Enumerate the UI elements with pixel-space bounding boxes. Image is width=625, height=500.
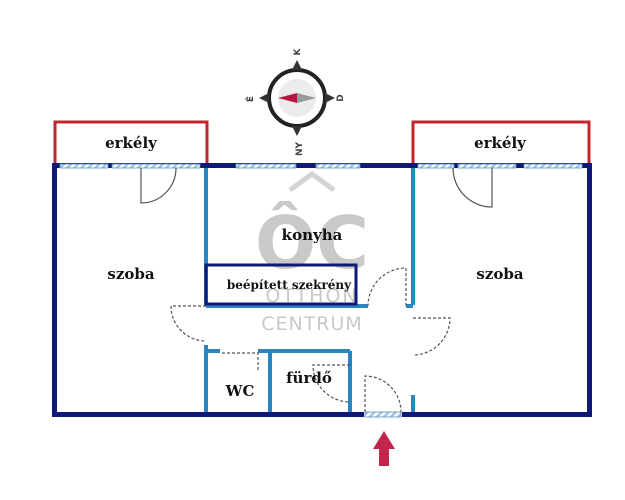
doors (140, 167, 493, 413)
compass-label-k: K (293, 47, 303, 55)
balcony-right-label: erkély (474, 134, 527, 152)
compass-needle-north (278, 93, 297, 103)
door-left-balcony (140, 167, 177, 204)
room-left-label: szoba (107, 265, 154, 283)
door-wc (222, 352, 259, 372)
kitchen-label: konyha (282, 226, 343, 244)
watermark-logo: ÔC (255, 201, 369, 285)
compass-tick-up (292, 60, 302, 70)
entrance-arrow-icon (373, 431, 395, 466)
balcony-left-label: erkély (105, 134, 158, 152)
wardrobe-outline (204, 263, 358, 306)
balcony-left (53, 120, 209, 165)
door-entrance (364, 375, 402, 413)
windows (59, 163, 583, 418)
watermark-line2: CENTRUM (261, 313, 363, 335)
compass-tick-down (292, 126, 302, 136)
watermark-roof-icon (288, 170, 336, 193)
bathroom-label: fürdő (286, 369, 332, 387)
compass-tick-left (259, 93, 269, 103)
door-left-room (170, 305, 207, 342)
watermark-line1: OTTHON (265, 285, 358, 307)
compass-label-e: É (244, 96, 256, 102)
door-right-room (412, 317, 451, 356)
interior-walls (204, 166, 415, 414)
compass-tick-right (325, 93, 335, 103)
compass-label-d: D (336, 94, 346, 101)
door-right-balcony (452, 167, 493, 208)
compass-needle-south (297, 93, 316, 103)
door-bathroom (312, 364, 351, 403)
door-kitchen (367, 267, 407, 307)
room-right-label: szoba (476, 265, 523, 283)
compass-label-ny: NY (295, 141, 305, 156)
balcony-right (411, 120, 591, 165)
watermark: ÔC OTTHON CENTRUM (255, 170, 369, 335)
wc-label: WC (225, 382, 255, 400)
compass: K D NY É (244, 47, 346, 156)
wardrobe-label: beépített szekrény (227, 278, 352, 292)
